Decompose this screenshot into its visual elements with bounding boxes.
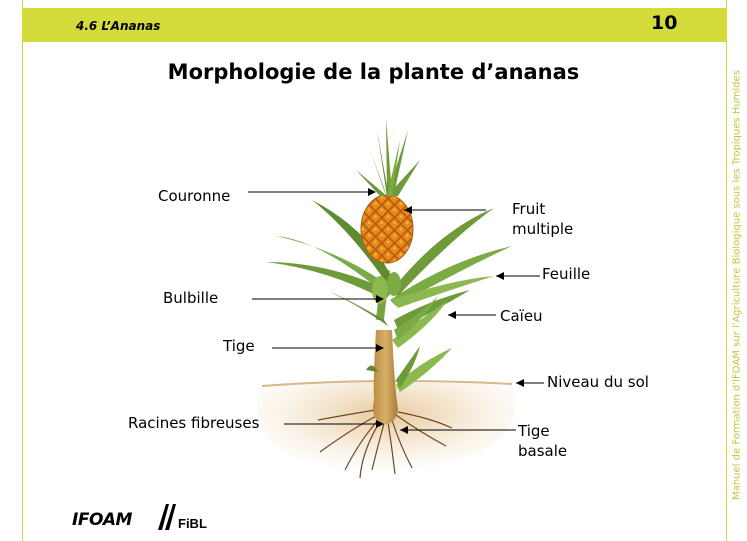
label-tige-basale-line2: basale (518, 441, 567, 461)
crown (356, 118, 420, 196)
label-bulbille: Bulbille (163, 288, 218, 308)
ifoam-logo: IFOAM (72, 510, 132, 530)
label-feuille: Feuille (542, 264, 590, 284)
label-fruit-line1: Fruit (512, 199, 545, 219)
label-tige-basale-line1: Tige (518, 421, 550, 441)
label-niveau-sol: Niveau du sol (547, 372, 649, 392)
label-caieu: Caïeu (500, 306, 543, 326)
fibl-mark-icon: FiBL (156, 500, 216, 534)
label-tige: Tige (223, 336, 255, 356)
label-fruit-line2: multiple (512, 219, 573, 239)
fibl-logo: FiBL (156, 500, 216, 538)
fibl-text: FiBL (178, 516, 207, 531)
label-racines: Racines fibreuses (128, 413, 259, 433)
fruit (361, 195, 413, 263)
label-couronne: Couronne (158, 186, 230, 206)
